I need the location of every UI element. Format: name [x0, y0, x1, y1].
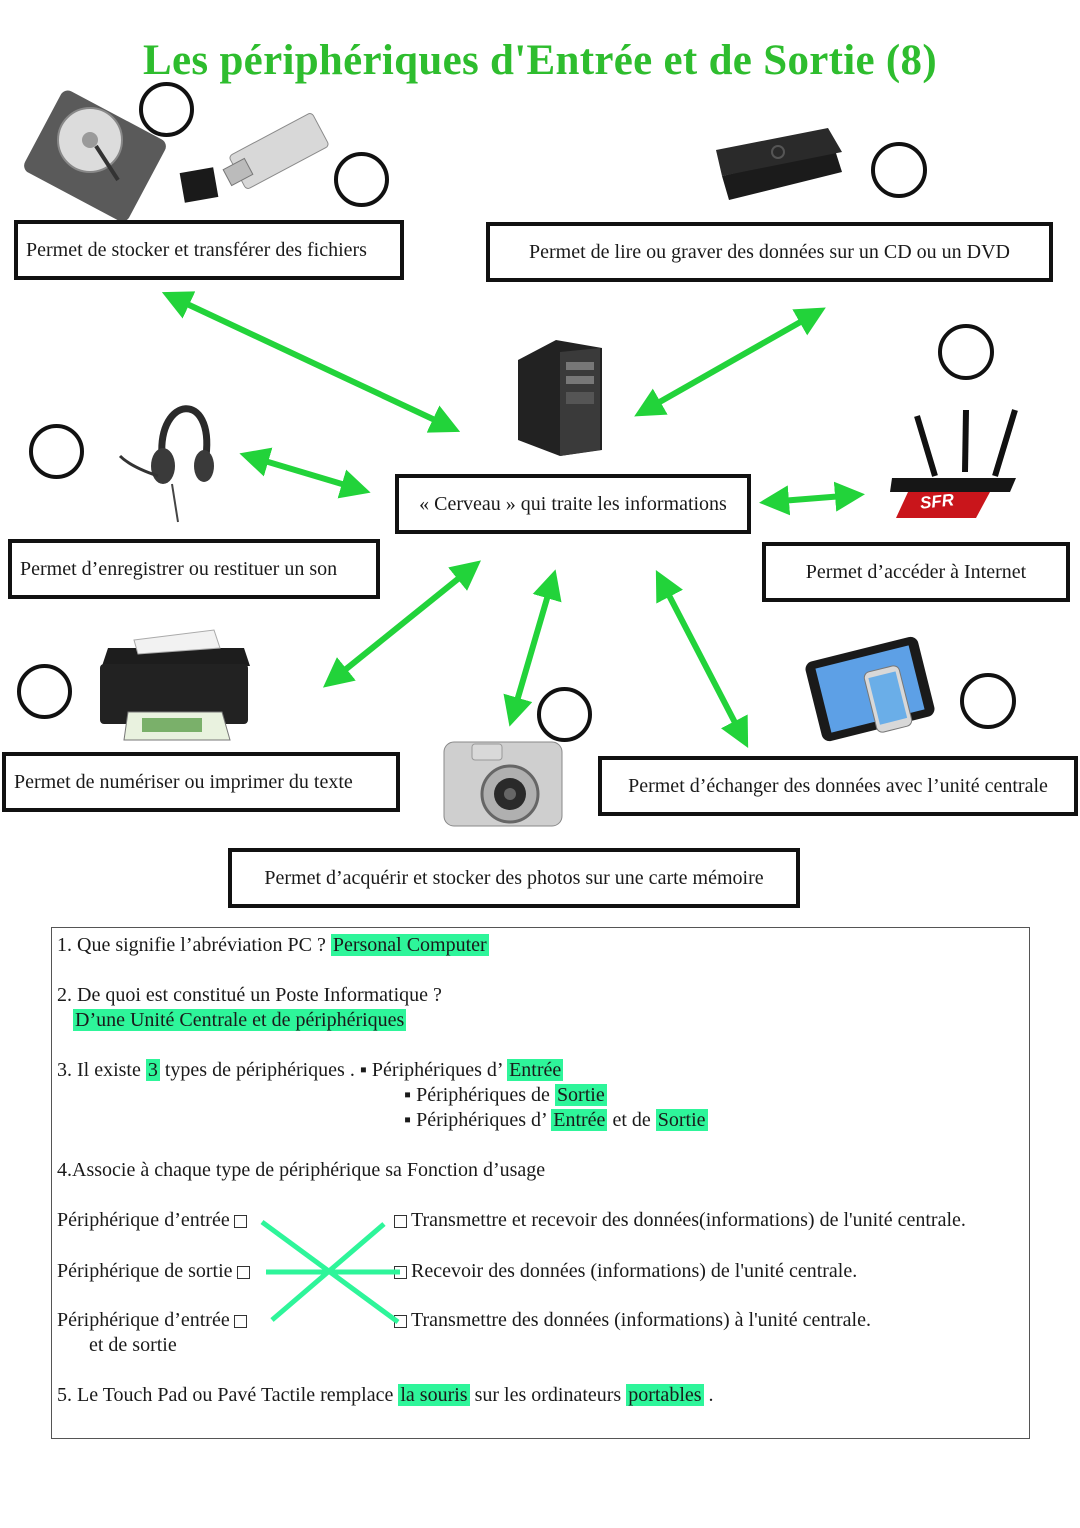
- checkbox[interactable]: [394, 1265, 407, 1279]
- label-exchange: Permet d’échanger des données avec l’uni…: [598, 756, 1078, 816]
- question-3-line-3: ▪ Périphériques d’ Entrée et de Sortie: [404, 1109, 708, 1131]
- checkbox[interactable]: [394, 1314, 407, 1328]
- question-1: 1. Que signifie l’abréviation PC ? Perso…: [57, 934, 489, 956]
- q4-left-3: Périphérique d’entrée: [57, 1309, 251, 1332]
- arrow-storage: [161, 291, 461, 433]
- label-printer: Permet de numériser ou imprimer du texte: [2, 752, 400, 812]
- question-3: 3. Il existe 3 types de périphériques . …: [57, 1059, 564, 1081]
- arrow-printer: [322, 560, 482, 688]
- question-5: 5. Le Touch Pad ou Pavé Tactile remplace…: [57, 1384, 714, 1406]
- optical-drive-icon: [716, 128, 842, 200]
- checkbox[interactable]: [233, 1214, 247, 1228]
- answer-3-count: 3: [145, 1059, 160, 1081]
- checkbox[interactable]: [233, 1314, 247, 1328]
- printer-icon: [100, 629, 250, 741]
- answer-circle-router[interactable]: [938, 324, 994, 380]
- answer-circle-optical-drive[interactable]: [871, 142, 927, 198]
- q4-right-2: Recevoir des données (informations) de l…: [390, 1260, 857, 1283]
- answer-3-entree: Entrée: [507, 1059, 564, 1081]
- label-sound: Permet d’enregistrer ou restituer un son: [8, 539, 380, 599]
- answer-circle-hard-drive[interactable]: [139, 82, 194, 137]
- answer-1: Personal Computer: [330, 934, 489, 956]
- camera-icon: [443, 741, 563, 827]
- q4-right-1: Transmettre et recevoir des données(info…: [390, 1209, 966, 1232]
- label-storage: Permet de stocker et transférer des fich…: [14, 220, 404, 280]
- question-2: 2. De quoi est constitué un Poste Inform…: [57, 984, 442, 1006]
- q4-left-2: Périphérique de sortie: [57, 1260, 254, 1283]
- arrow-router: [759, 481, 865, 516]
- hard-drive-icon: [24, 90, 166, 222]
- answer-circle-printer[interactable]: [17, 664, 72, 719]
- q4-left-3b: et de sortie: [89, 1334, 177, 1356]
- answer-2: D’une Unité Centrale et de périphériques: [73, 1009, 407, 1031]
- questions-panel: [51, 927, 1030, 1439]
- question-3-line-2: ▪ Périphériques de Sortie: [404, 1084, 607, 1106]
- answer-circle-tablet[interactable]: [960, 673, 1016, 729]
- label-camera: Permet d’acquérir et stocker des photos …: [228, 848, 800, 908]
- arrow-camera: [503, 569, 562, 727]
- router-icon: [890, 409, 1018, 518]
- answer-5-portables: portables: [626, 1384, 704, 1406]
- answer-circle-usb-stick[interactable]: [334, 152, 389, 207]
- label-brain: « Cerveau » qui traite les informations: [395, 474, 751, 534]
- usb-stick-icon: [179, 113, 329, 203]
- q4-left-1: Périphérique d’entrée: [57, 1209, 251, 1232]
- headset-icon: [118, 405, 214, 523]
- answer-circle-camera[interactable]: [537, 687, 592, 742]
- answer-5-souris: la souris: [398, 1384, 470, 1406]
- q4-right-3: Transmettre des données (informations) à…: [390, 1309, 871, 1332]
- checkbox[interactable]: [236, 1265, 250, 1279]
- router-brand-label: SFR: [919, 490, 955, 513]
- label-optical: Permet de lire ou graver des données sur…: [486, 222, 1053, 282]
- computer-tower-icon: [518, 340, 602, 456]
- label-internet: Permet d’accéder à Internet: [762, 542, 1070, 602]
- arrow-tablet: [655, 570, 749, 748]
- page-title: Les périphériques d'Entrée et de Sortie …: [143, 37, 937, 84]
- checkbox[interactable]: [394, 1214, 407, 1228]
- answer-3-sortie: Sortie: [554, 1084, 607, 1106]
- answer-circle-headset[interactable]: [29, 424, 84, 479]
- question-4: 4.Associe à chaque type de périphérique …: [57, 1159, 546, 1181]
- arrow-headset: [239, 447, 371, 499]
- arrow-optical: [634, 307, 826, 417]
- tablet-icon: [805, 636, 935, 742]
